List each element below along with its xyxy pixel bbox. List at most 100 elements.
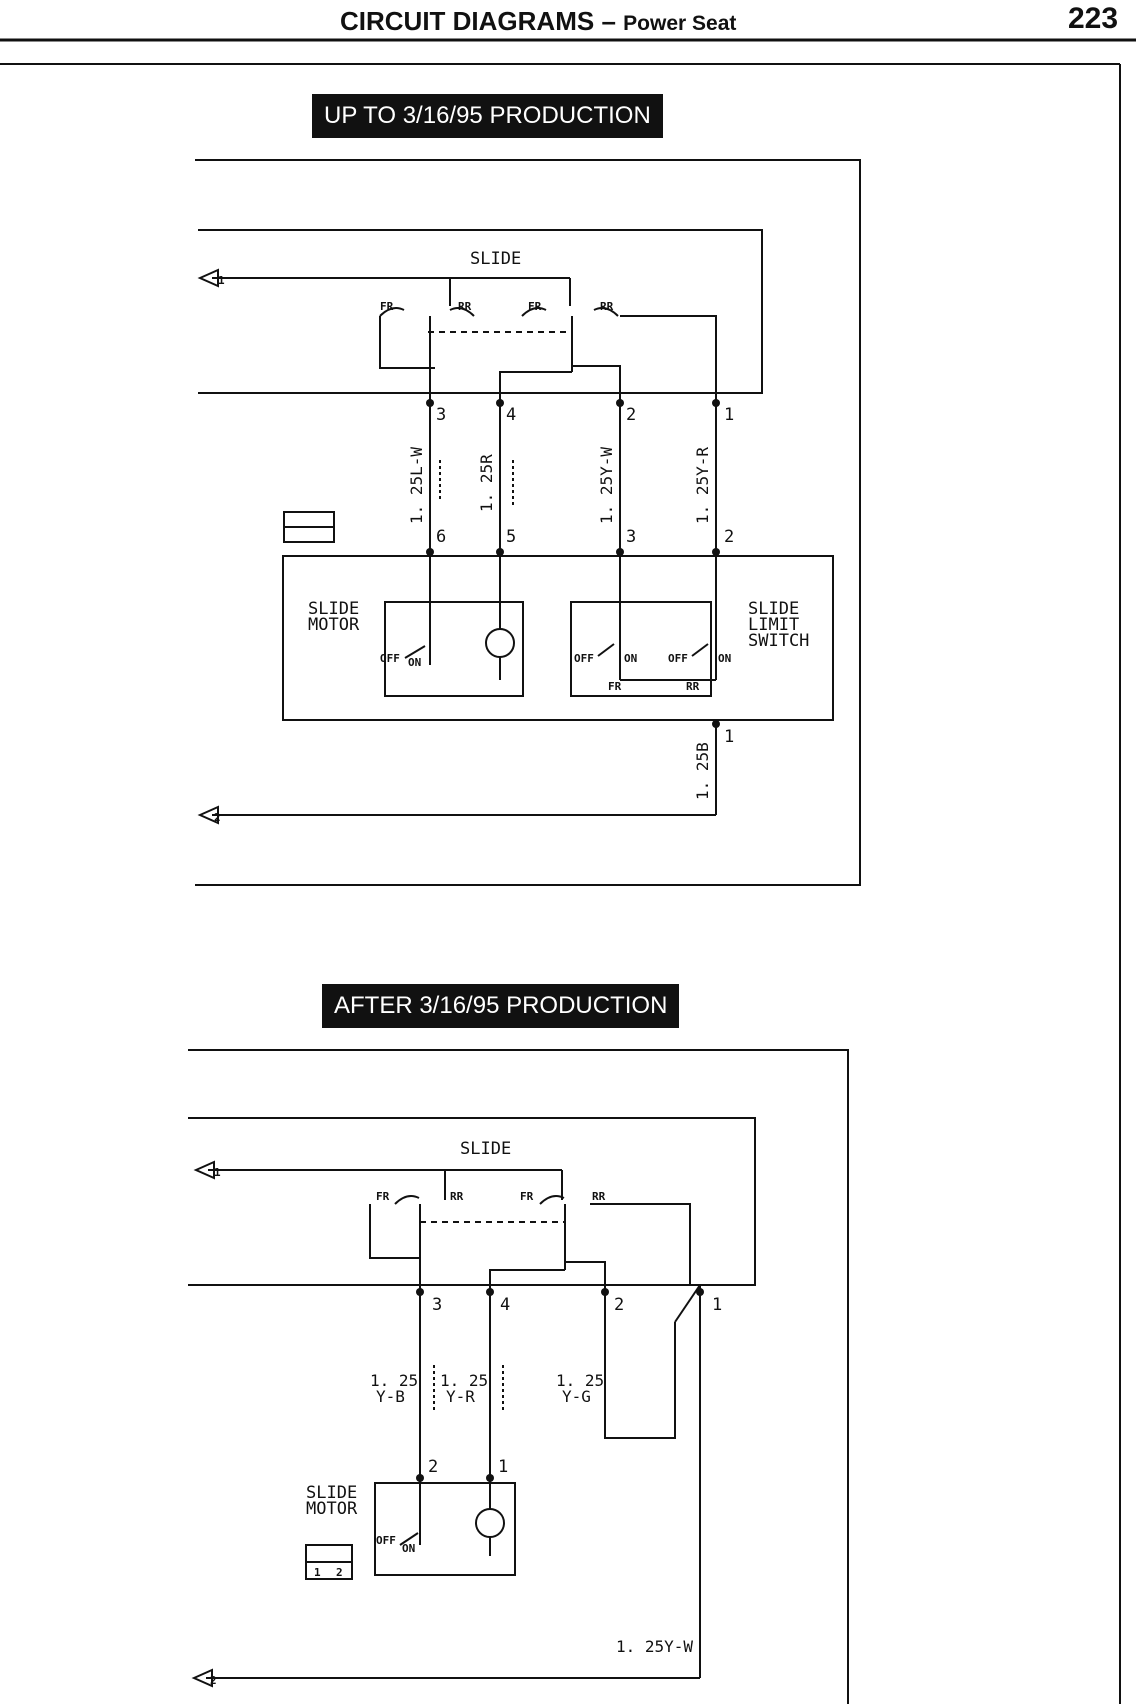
- page-title-main: CIRCUIT DIAGRAMS: [340, 6, 595, 36]
- top-ground-pin: 1: [724, 727, 734, 747]
- top-pin-top-3: 3: [436, 405, 446, 425]
- top-motor-switch: [404, 645, 426, 659]
- top-connector-ref-1: 1: [218, 274, 225, 287]
- top-wire-label-1: 1. 25L-W: [407, 447, 426, 524]
- bottom-switch-label: SLIDE: [460, 1139, 511, 1159]
- top-wire-label-2: 1. 25R: [477, 454, 496, 512]
- top-switch-label: SLIDE: [470, 249, 521, 269]
- top-contact-4: [449, 307, 475, 317]
- top-junction-5: [496, 548, 504, 556]
- top-switch-box: [198, 229, 763, 394]
- bottom-wire-a-1: 1. 25: [370, 1371, 418, 1390]
- diagram-bottom: [188, 1049, 849, 1704]
- top-limit-box: [570, 601, 712, 697]
- top-junction-6: [426, 548, 434, 556]
- top-junction-2b: [712, 548, 720, 556]
- top-pin-bottom-2: 2: [724, 527, 734, 547]
- top-limit-off-1: OFF: [574, 652, 594, 665]
- bottom-motor-box: [374, 1482, 516, 1576]
- top-motor-label-1: SLIDE: [308, 599, 359, 619]
- top-outer-frame: [195, 159, 861, 886]
- bottom-wire-b-2: Y-R: [446, 1387, 475, 1406]
- bottom-junction-4: [486, 1288, 494, 1296]
- top-motor-on: ON: [408, 656, 421, 669]
- top-junction-ground: [712, 720, 720, 728]
- bottom-pin-top-2: 2: [614, 1295, 624, 1315]
- bottom-junction-motor-2: [416, 1474, 424, 1482]
- bottom-rr-1: RR: [450, 1190, 464, 1203]
- bottom-junction-3: [416, 1288, 424, 1296]
- top-pin-top-4: 4: [506, 405, 516, 425]
- top-junction-3: [426, 399, 434, 407]
- bottom-connector-ref-1: 1: [214, 1166, 221, 1179]
- bottom-contact-1: [394, 1195, 420, 1205]
- bottom-motor-switch: [399, 1532, 419, 1546]
- bottom-motor-off: OFF: [376, 1534, 396, 1547]
- top-motor-label-2: MOTOR: [308, 615, 360, 635]
- bottom-inner-cross-2: [565, 1261, 606, 1285]
- top-pin-bottom-5: 5: [506, 527, 516, 547]
- bottom-pin-top-4: 4: [500, 1295, 510, 1315]
- bottom-fr-2: FR: [520, 1190, 534, 1203]
- top-contact-3: [593, 307, 619, 317]
- top-wire-label-4: 1. 25Y-R: [693, 447, 712, 524]
- bottom-fr-1: FR: [376, 1190, 390, 1203]
- top-pin-top-2: 2: [626, 405, 636, 425]
- top-junction-4: [496, 399, 504, 407]
- top-inner-cross-2: [572, 365, 621, 393]
- top-inner-cross: [499, 371, 572, 393]
- diagram-top: [195, 159, 861, 886]
- top-motor-symbol: [485, 628, 515, 658]
- top-junction-2: [616, 399, 624, 407]
- top-fr-2: FR: [528, 300, 542, 313]
- bottom-wire-c-2: Y-G: [562, 1387, 591, 1406]
- top-pin-top-1: 1: [724, 405, 734, 425]
- top-connector-arrow-2: [197, 805, 219, 825]
- top-contact-2: [521, 307, 547, 317]
- bottom-motor-pin-2: 2: [428, 1457, 438, 1477]
- bottom-motor-label-2: MOTOR: [306, 1499, 358, 1519]
- bottom-conn-pin-1: 1: [314, 1566, 321, 1579]
- bottom-outer-frame: [188, 1049, 849, 1704]
- bottom-wire-c-1: 1. 25: [556, 1371, 604, 1390]
- top-connector-arrow-1: [197, 268, 219, 288]
- top-limit-label-2: LIMIT: [748, 615, 799, 635]
- bottom-junction-2: [601, 1288, 609, 1296]
- top-connector-ref-2: 2: [214, 811, 221, 824]
- top-motor-off: OFF: [380, 652, 400, 665]
- bottom-conn-pin-2: 2: [336, 1566, 343, 1579]
- top-fr-1: FR: [380, 300, 394, 313]
- bottom-motor-pin-1: 1: [498, 1457, 508, 1477]
- page-title-dash: –: [601, 6, 616, 36]
- top-pin-bottom-3: 3: [626, 527, 636, 547]
- bottom-return-wire-label: 1. 25Y-W: [616, 1637, 693, 1656]
- top-switch-right: [620, 315, 717, 393]
- bottom-switch-loop-left: [369, 1204, 420, 1259]
- bottom-inner-cross: [489, 1269, 565, 1285]
- top-rr-2: RR: [600, 300, 614, 313]
- top-limit-contact-1: [597, 643, 615, 657]
- top-ground-wire-label: 1. 25B: [693, 742, 712, 800]
- top-switch-loop-left: [379, 316, 435, 369]
- top-limit-label-3: SWITCH: [748, 631, 809, 651]
- top-limit-label-1: SLIDE: [748, 599, 799, 619]
- top-limit-on-2: ON: [718, 652, 731, 665]
- top-limit-fr: FR: [608, 680, 622, 693]
- top-junction-1: [712, 399, 720, 407]
- top-pin-bottom-6: 6: [436, 527, 446, 547]
- top-component-box: [282, 555, 834, 721]
- top-limit-on-1: ON: [624, 652, 637, 665]
- bottom-pin-top-1: 1: [712, 1295, 722, 1315]
- bottom-wire-b-1: 1. 25: [440, 1371, 488, 1390]
- top-rr-1: RR: [458, 300, 472, 313]
- bottom-connector-ref-2: 2: [210, 1674, 217, 1687]
- bottom-switch-box: [188, 1117, 756, 1286]
- page-number: 223: [1068, 2, 1119, 35]
- top-motor-box: [384, 601, 524, 697]
- top-limit-off-2: OFF: [668, 652, 688, 665]
- banner-up-to: UP TO 3/16/95 PRODUCTION: [312, 94, 663, 138]
- bottom-junction-motor-1: [486, 1474, 494, 1482]
- banner-after: AFTER 3/16/95 PRODUCTION: [322, 984, 680, 1028]
- top-junction-3b: [616, 548, 624, 556]
